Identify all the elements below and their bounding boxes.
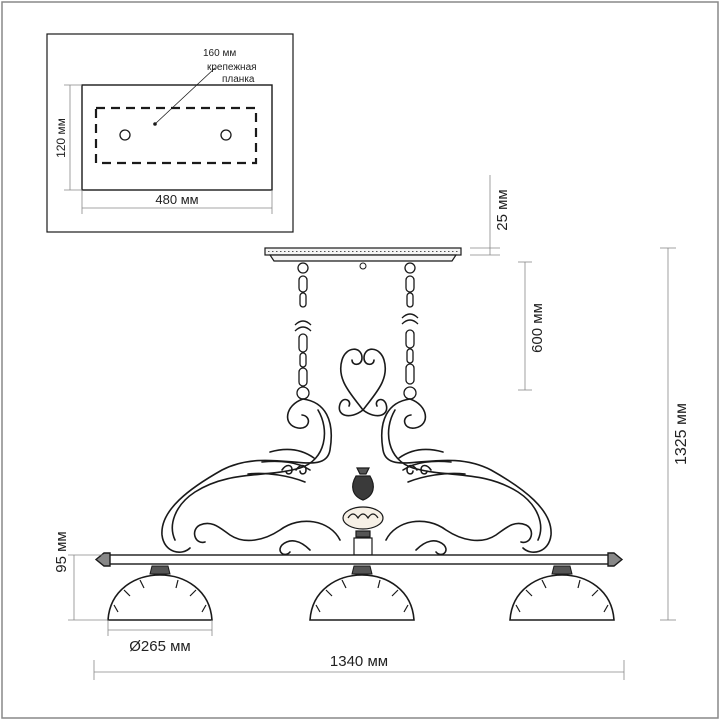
shade-left-dome [107, 574, 213, 621]
canopy [264, 247, 462, 270]
chain-right-link-4 [406, 348, 414, 364]
shade-left-ribs [113, 579, 207, 613]
chain-right-break [401, 313, 419, 325]
bar-label-line2: планка [222, 74, 255, 85]
right-wing-inner [387, 409, 542, 541]
shade-center [309, 565, 415, 621]
right-lower-curl [415, 540, 447, 556]
right-lower-scroll [385, 520, 533, 544]
chain-right-link-5 [405, 363, 415, 385]
leader-line [154, 67, 216, 125]
chain-left-link-1 [298, 275, 308, 293]
screw-hole-left [119, 129, 131, 141]
chain-left-bottom-ring [296, 386, 310, 400]
shade-left-holder [149, 565, 171, 575]
chain-right-link-2 [406, 292, 414, 308]
mount-plate-inset: 160 мм крепежная планка 120 мм 480 мм [46, 33, 294, 233]
finial-bowl [342, 506, 384, 530]
total-height-label: 1325 мм [673, 403, 690, 465]
chain-left-ring [297, 262, 309, 274]
shade-left [107, 565, 213, 621]
chain-right-link-3 [405, 329, 415, 349]
chain-right-bottom-ring [403, 386, 417, 400]
right-wing-curl-small-2 [406, 464, 418, 475]
center-scroll-left [339, 348, 364, 411]
center-lower-scroll-right [362, 398, 388, 417]
canopy-top [264, 247, 462, 256]
chain-right-ring [404, 262, 416, 274]
chain-left-link-5 [298, 367, 308, 387]
right-wing-outer [381, 398, 552, 553]
mount-plate [81, 84, 273, 191]
center-lower-scroll-left [338, 398, 364, 417]
ornamental-frame [161, 348, 552, 556]
left-wing-inner [171, 409, 326, 541]
finial-neck [355, 530, 371, 538]
left-wing-rib-2 [261, 460, 311, 471]
plate-width-label: 480 мм [155, 192, 198, 207]
chain-right-link-1 [405, 275, 415, 293]
left-wing-curl [286, 398, 310, 429]
left-wing-rib-3 [247, 472, 306, 483]
central-finial [342, 467, 384, 556]
right-wing-rib-2 [402, 460, 452, 471]
shades [107, 565, 615, 621]
canopy-center-hook [359, 262, 367, 270]
center-scroll-right [362, 348, 387, 411]
shade-center-holder [351, 565, 373, 575]
shade-center-ribs [315, 579, 409, 613]
shade-diameter-label: Ø265 мм [129, 638, 191, 655]
chain-left-link-2 [299, 292, 307, 308]
shade-center-dome [309, 574, 415, 621]
left-lower-curl [279, 540, 311, 556]
right-wing-curl-small-1 [420, 464, 432, 475]
right-wing-rib-1 [398, 448, 444, 459]
mounting-bar [94, 106, 258, 165]
chain-left-break [294, 320, 312, 332]
dimension-labels: 25 мм 600 мм 1325 мм 95 мм Ø265 мм 1340 … [53, 189, 690, 670]
shade-right-dome [509, 574, 615, 621]
finial-bowl-pattern [347, 513, 379, 520]
right-wing-rib-3 [407, 472, 466, 483]
left-wing-outer [161, 398, 332, 553]
chain-left-link-3 [298, 333, 308, 353]
finial-cap [356, 467, 370, 475]
total-length-label: 1340 мм [330, 653, 388, 670]
shade-right [509, 565, 615, 621]
shade-right-holder [551, 565, 573, 575]
shade-height-label: 95 мм [53, 531, 70, 572]
bar-length-label: 160 мм [203, 48, 236, 59]
canopy-height-label: 25 мм [494, 189, 511, 230]
right-wing-curl [403, 398, 427, 429]
shade-right-ribs [515, 579, 609, 613]
left-lower-scroll [193, 520, 341, 544]
canopy-bottom [268, 254, 458, 262]
chains [294, 262, 419, 400]
bar-end-right [607, 552, 624, 567]
bar-end-left [94, 552, 111, 567]
chain-left-link-4 [299, 352, 307, 368]
finial-base [353, 537, 373, 556]
left-wing-curl-small-2 [295, 464, 307, 475]
screw-hole-right [220, 129, 232, 141]
left-wing-curl-small-1 [281, 464, 293, 475]
finial-body [352, 475, 374, 501]
bar-tube [107, 554, 611, 565]
horizontal-bar [94, 552, 624, 567]
chain-length-label: 600 мм [529, 303, 546, 353]
left-wing-rib-1 [269, 448, 315, 459]
inset-border [46, 33, 294, 233]
dimension-lines [68, 175, 676, 680]
bar-label-line1: крепежная [207, 62, 257, 73]
plate-height-label: 120 мм [54, 118, 68, 158]
